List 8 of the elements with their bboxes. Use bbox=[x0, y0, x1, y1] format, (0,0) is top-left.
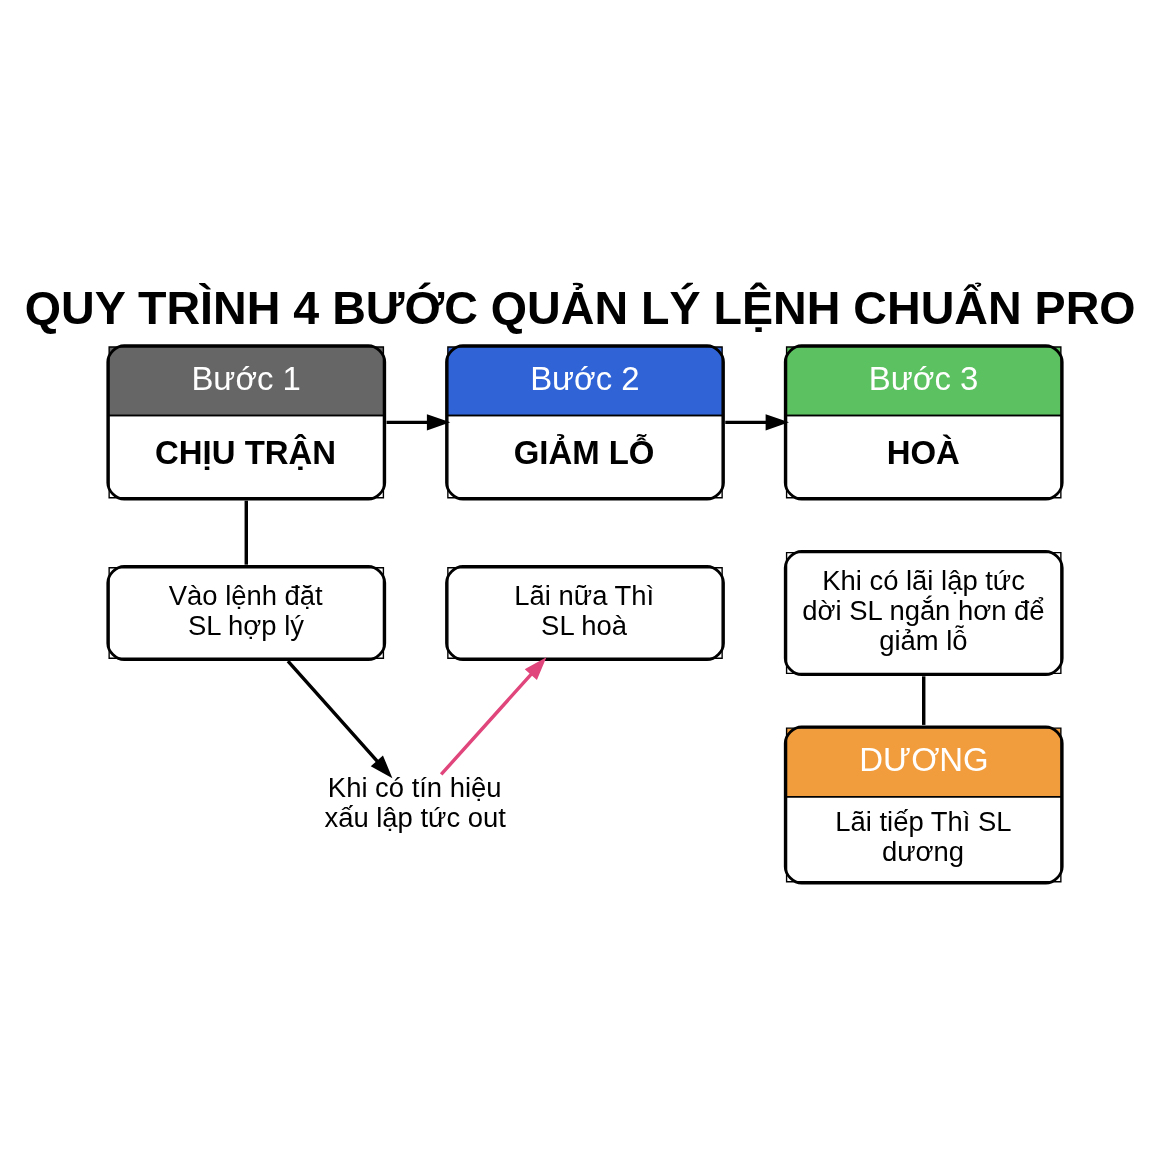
connector bbox=[244, 500, 248, 565]
connector bbox=[922, 675, 926, 725]
arrow bbox=[386, 413, 451, 431]
arrow bbox=[725, 413, 789, 431]
diagram-title: QUY TRÌNH 4 BƯỚC QUẢN LÝ LỆNH CHUẨN PRO bbox=[24, 281, 1136, 334]
arrow bbox=[286, 659, 393, 778]
arrow bbox=[439, 656, 547, 776]
node-text: Khi có tín hiệu xấu lập tức out bbox=[324, 771, 506, 833]
